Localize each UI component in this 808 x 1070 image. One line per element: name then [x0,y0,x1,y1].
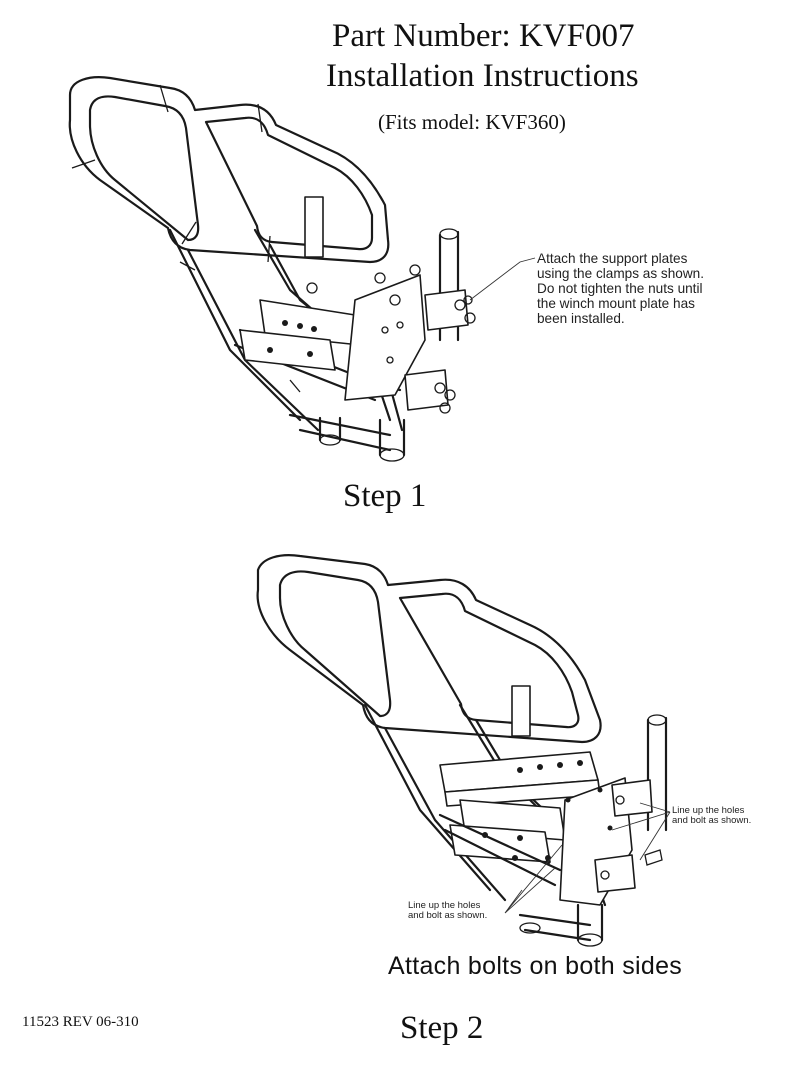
step2-note-left-line: and bolt as shown. [408,910,488,921]
step1-note-line: Attach the support plates [537,251,688,266]
step2-caption: Attach bolts on both sides [388,952,683,980]
step1-note: Attach the support plates using the clam… [537,251,767,326]
title-part-number: Part Number: KVF007 [332,18,635,54]
document-revision-number: 11523 REV 06-310 [22,1014,139,1030]
step2-note-left: Line up the holes and bolt as shown. [408,901,487,921]
step1-note-line: the winch mount plate has [537,296,695,311]
step2-note-left-line: Line up the holes [408,900,481,911]
step2-label: Step 2 [400,1010,484,1046]
step1-note-line: Do not tighten the nuts until [537,281,703,296]
fits-model: (Fits model: KVF360) [378,110,566,134]
step2-note-right-line: and bolt as shown. [672,815,752,826]
step1-note-line: using the clamps as shown. [537,266,704,281]
title-installation-instructions: Installation Instructions [326,58,639,94]
step1-note-line: been installed. [537,311,625,326]
step2-note-right: Line up the holes and bolt as shown. [672,806,751,826]
step2-note-right-line: Line up the holes [672,805,745,816]
step1-label: Step 1 [343,478,427,514]
